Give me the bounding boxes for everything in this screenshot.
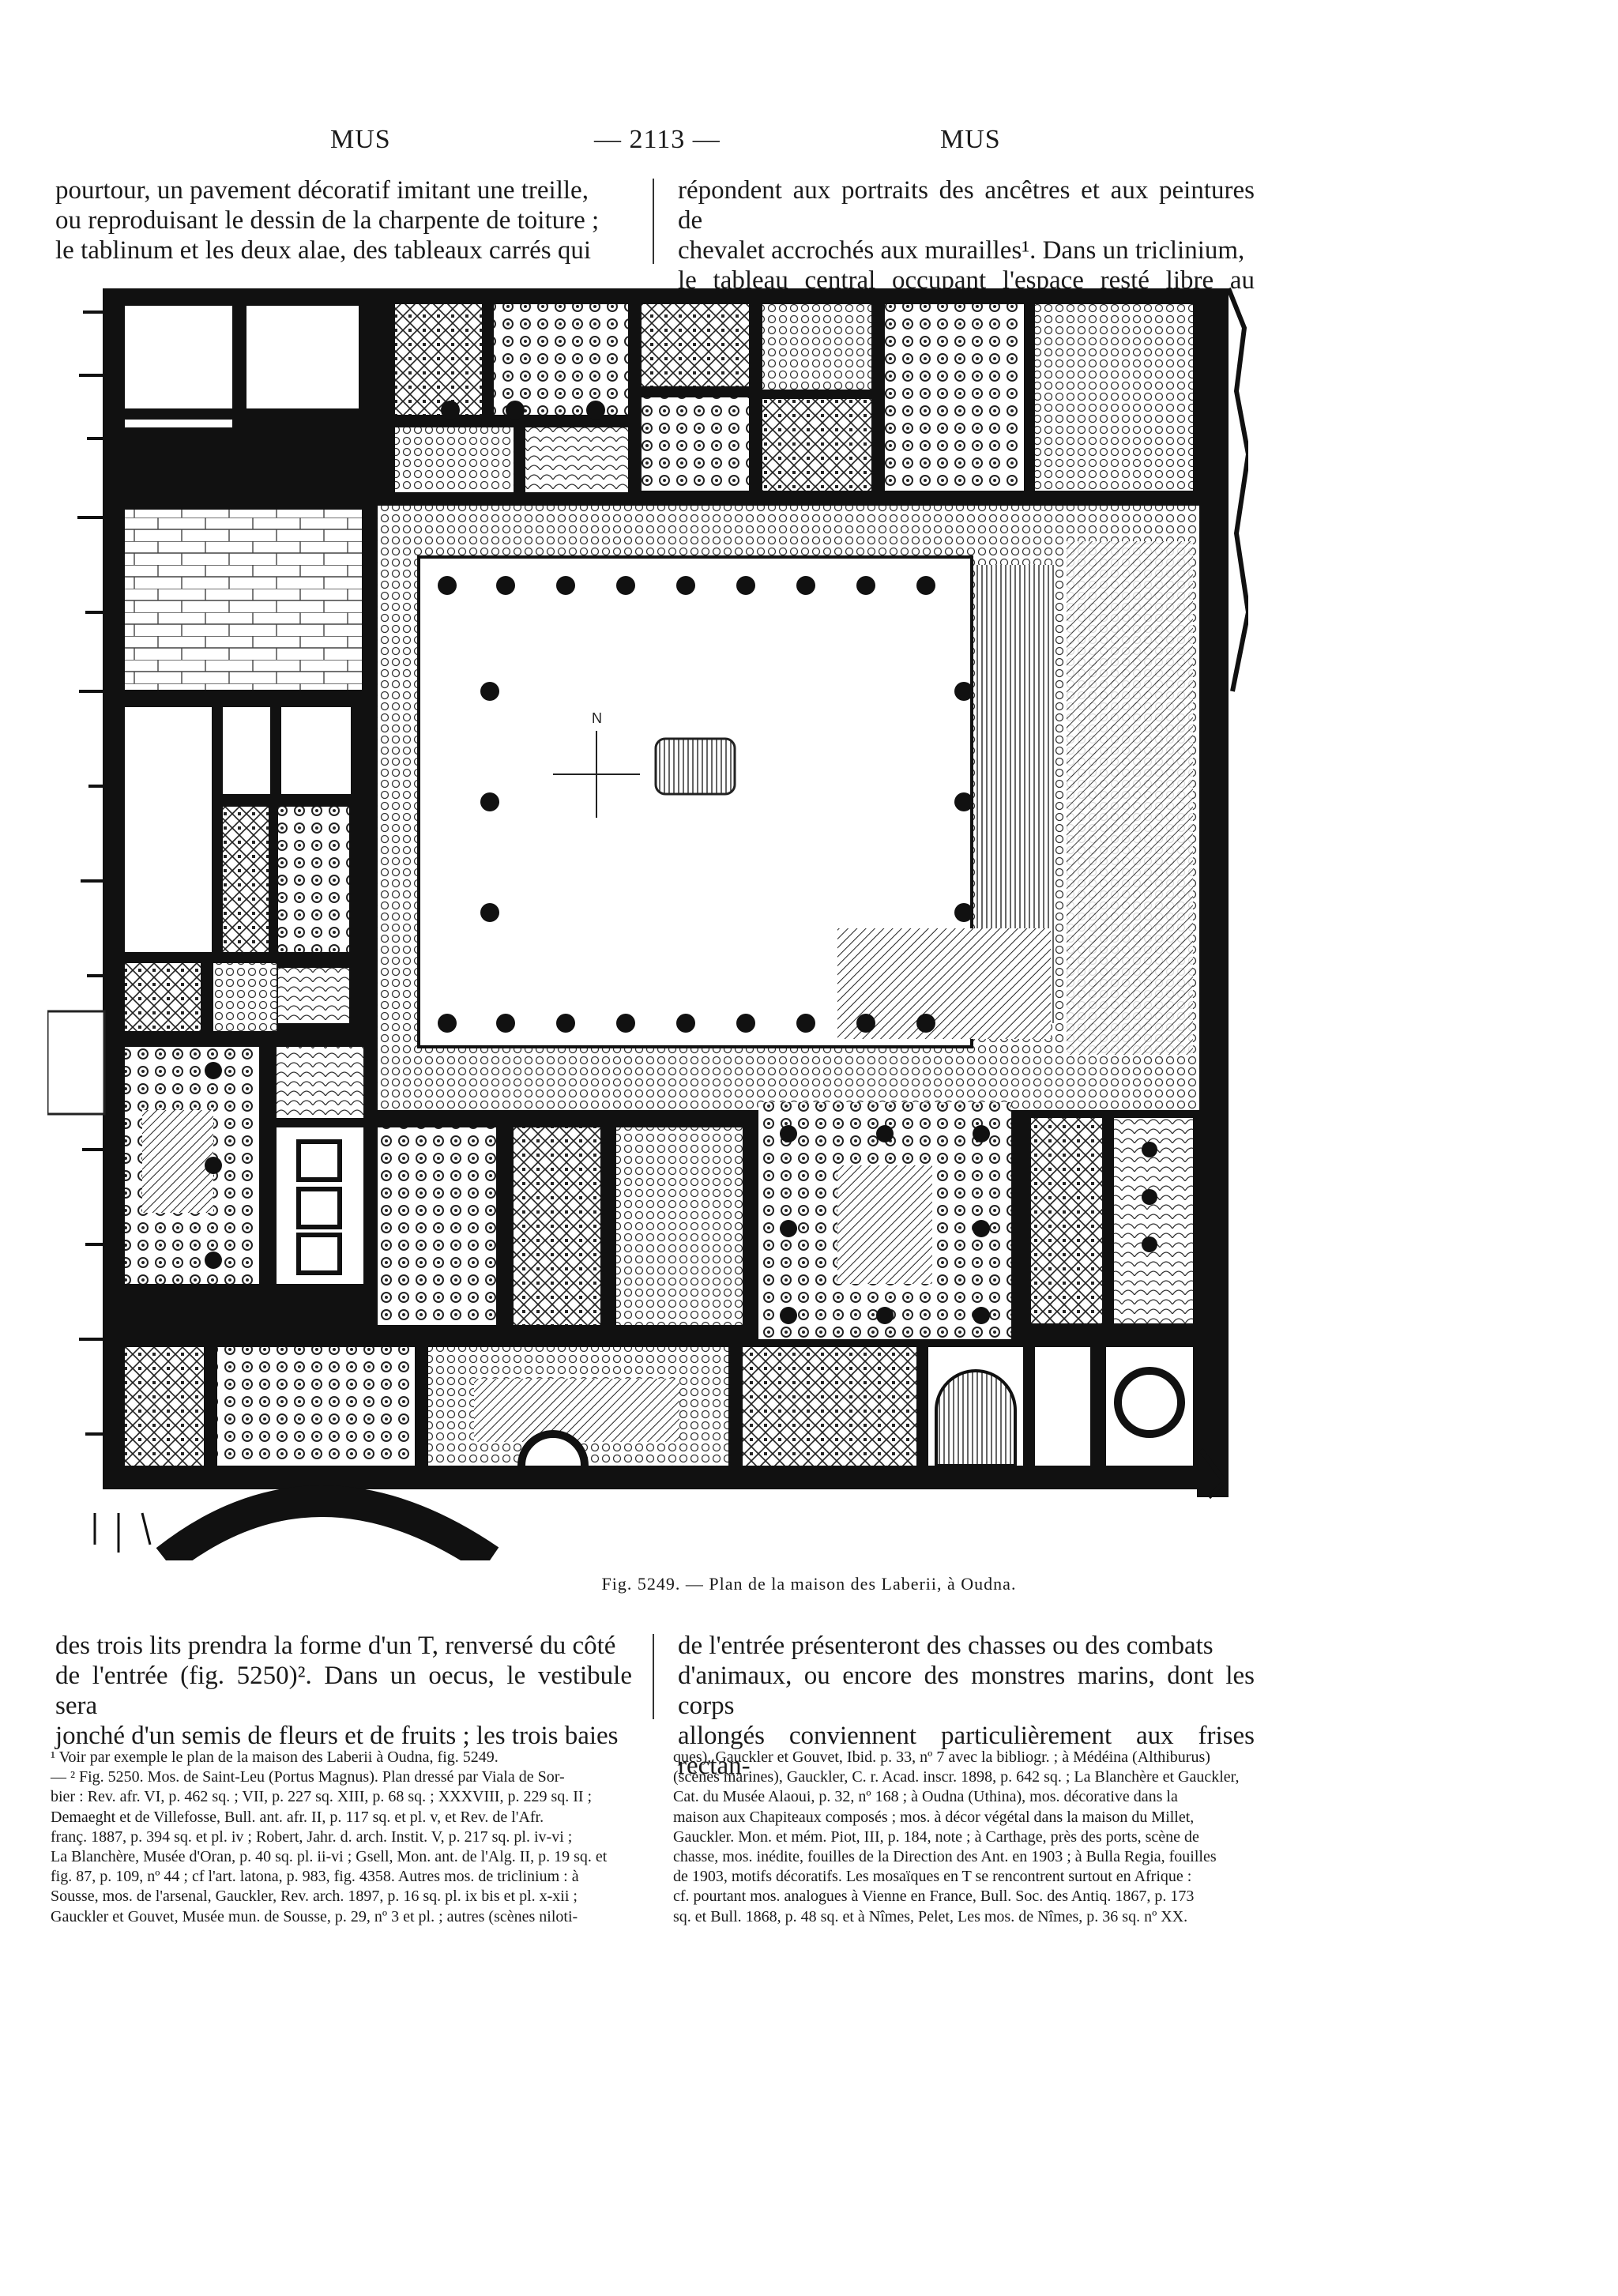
footnote-line: fig. 87, p. 109, nº 44 ; cf l'art. laton… — [51, 1868, 579, 1886]
footnote-line: de 1903, motifs décoratifs. Les mosaïque… — [673, 1868, 1192, 1886]
footnote-line: franç. 1887, p. 394 sq. et pl. iv ; Robe… — [51, 1827, 573, 1846]
text-line: de l'entrée présenteront des chasses ou … — [678, 1632, 1214, 1660]
column-rule — [653, 1634, 654, 1719]
text-line: jonché d'un semis de fleurs et de fruits… — [55, 1722, 619, 1750]
footnote-line: La Blanchère, Musée d'Oran, p. 40 sq. pl… — [51, 1848, 608, 1866]
footnote-line: cf. pourtant mos. analogues à Vienne en … — [673, 1888, 1195, 1906]
footnote-line: Gauckler. Mon. et mém. Piot, III, p. 184… — [673, 1827, 1199, 1846]
text-line: de l'entrée (fig. 5250)². Dans un oecus,… — [55, 1662, 632, 1720]
text-line: des trois lits prendra la forme d'un T, … — [55, 1632, 616, 1660]
text-line: répondent aux portraits des ancêtres et … — [678, 176, 1255, 235]
footnote-line: ¹ Voir par exemple le plan de la maison … — [51, 1748, 499, 1766]
top-text-left-column: pourtour, un pavement décoratif imitant … — [55, 175, 632, 265]
footnote-line: Sousse, mos. de l'arsenal, Gauckler, Rev… — [51, 1888, 578, 1906]
footnote-line: ques), Gauckler et Gouvet, Ibid. p. 33, … — [673, 1748, 1210, 1766]
footnote-line: maison aux Chapiteaux composés ; mos. à … — [673, 1808, 1195, 1826]
page-number: — 2113 — — [594, 125, 721, 154]
footnote-line: bier : Rev. afr. VI, p. 462 sq. ; VII, p… — [51, 1788, 593, 1806]
running-header-right: MUS — [940, 125, 1001, 154]
footnote-line: — ² Fig. 5250. Mos. de Saint-Leu (Portus… — [51, 1768, 565, 1786]
footnote-line: Gauckler et Gouvet, Musée mun. de Sousse… — [51, 1907, 578, 1925]
column-rule — [653, 179, 654, 264]
bottom-text-left-column: des trois lits prendra la forme d'un T, … — [55, 1631, 632, 1751]
text-line: chevalet accrochés aux murailles¹. Dans … — [678, 236, 1245, 265]
footnote-line: (scènes marines), Gauckler, C. r. Acad. … — [673, 1768, 1240, 1786]
text-line: pourtour, un pavement décoratif imitant … — [55, 176, 589, 205]
compass-label: N — [592, 710, 602, 726]
figure-caption: Fig. 5249. — Plan de la maison des Laber… — [601, 1574, 1017, 1594]
footnotes-right: ques), Gauckler et Gouvet, Ibid. p. 33, … — [673, 1748, 1258, 1927]
text-line: allongés conviennent particulièrement au… — [678, 1722, 1255, 1780]
running-header-left: MUS — [330, 125, 391, 154]
text-line: ou reproduisant le dessin de la charpent… — [55, 206, 600, 235]
footnote-line: Cat. du Musée Alaoui, p. 32, nº 168 ; à … — [673, 1788, 1178, 1806]
footnotes-left: ¹ Voir par exemple le plan de la maison … — [51, 1748, 635, 1927]
bottom-text-right-column: de l'entrée présenteront des chasses ou … — [678, 1631, 1255, 1781]
text-line: d'animaux, ou encore des monstres marins… — [678, 1662, 1255, 1720]
footnote-line: chasse, mos. inédite, fouilles de la Dir… — [673, 1848, 1217, 1866]
text-line: le tablinum et les deux alae, des tablea… — [55, 236, 592, 265]
footnote-line: sq. et Bull. 1868, p. 48 sq. et à Nîmes,… — [673, 1907, 1188, 1925]
house-plan-figure: N — [47, 287, 1248, 1560]
footnote-line: Demaeght et de Villefosse, Bull. ant. af… — [51, 1808, 544, 1826]
